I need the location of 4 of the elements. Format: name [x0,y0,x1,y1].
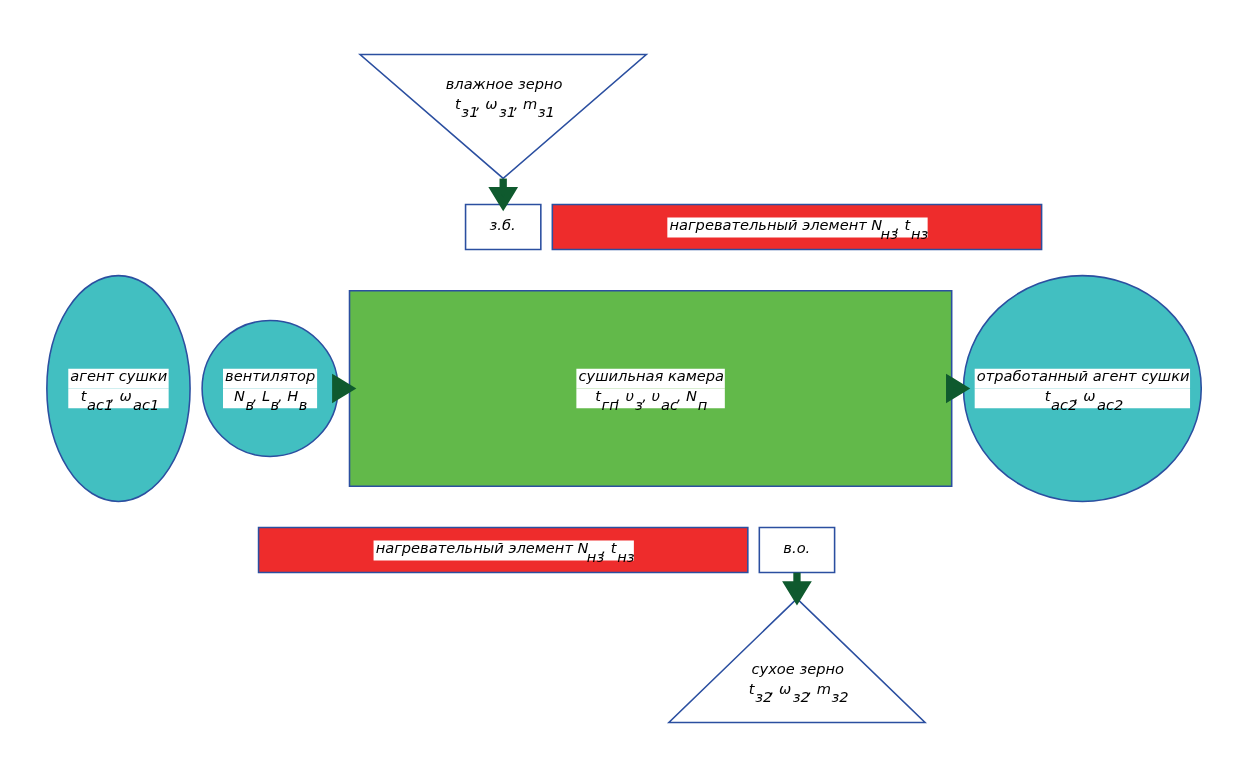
node-box: в.о. [758,526,836,573]
node-box: з.б. [464,203,542,250]
arrow [332,373,357,403]
arrow [946,373,971,403]
